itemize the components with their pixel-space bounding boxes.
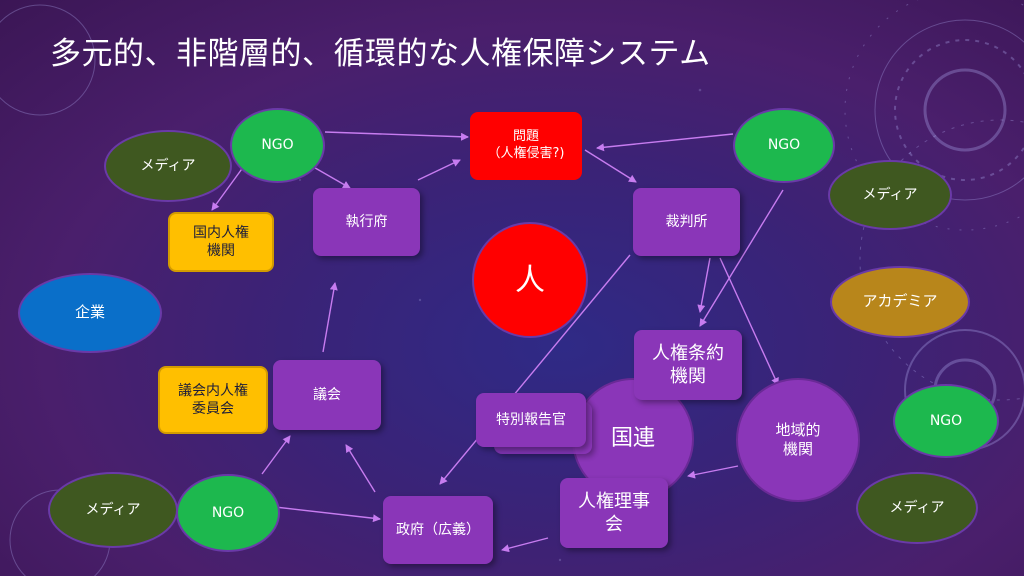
arrow-ngo-to-problem <box>324 131 469 141</box>
arrow-problem-to-court <box>584 149 637 183</box>
media-label: メディア <box>85 501 141 518</box>
executive-label: 執行府 <box>345 213 388 230</box>
arrow-executive-to-problem <box>417 159 461 181</box>
media-bottom-left: メディア <box>48 472 178 548</box>
arrow-ngo-to-government <box>274 506 381 523</box>
media-bottom-right: メディア <box>856 472 978 544</box>
media-top-left: メディア <box>104 130 232 202</box>
national-hri-label: 国内人権 機関 <box>193 224 249 259</box>
hr-council-label: 人権理事 会 <box>578 490 650 535</box>
ngo-right: NGO <box>893 384 999 458</box>
arrow-court-to-government <box>439 254 631 485</box>
arrow-ngo-right-to-problem <box>596 133 734 152</box>
special-rapporteur-box: 特別報告官 <box>476 393 586 447</box>
media-label: メディア <box>140 157 196 174</box>
ngo-top-left: NGO <box>230 108 325 183</box>
academia-label: アカデミア <box>862 292 938 311</box>
ngo-top-right: NGO <box>733 108 835 183</box>
media-label: メディア <box>889 499 945 516</box>
media-right: メディア <box>828 160 952 230</box>
treaty-bodies-label: 人権条約 機関 <box>652 342 724 387</box>
person-label: 人 <box>515 262 545 298</box>
parliament-box: 議会 <box>273 360 381 430</box>
parliament-hr-committee-label: 議会内人権 委員会 <box>178 382 248 417</box>
parliament-label: 議会 <box>313 386 341 403</box>
arrow-court-to-regional <box>719 257 779 386</box>
court-label: 裁判所 <box>665 213 708 230</box>
enterprise-label: 企業 <box>74 303 105 322</box>
national-hri-box: 国内人権 機関 <box>168 212 274 272</box>
academia-ellipse: アカデミア <box>830 266 970 338</box>
government-box: 政府（広義） <box>383 496 493 564</box>
parliament-hr-committee-box: 議会内人権 委員会 <box>158 366 268 434</box>
government-label: 政府（広義） <box>396 521 480 538</box>
regional-circle: 地域的 機関 <box>736 378 860 502</box>
ngo-label: NGO <box>211 504 245 521</box>
regional-label: 地域的 機関 <box>775 420 821 459</box>
arrow-parliament-to-executive <box>322 282 338 353</box>
media-label: メディア <box>862 186 918 203</box>
executive-box: 執行府 <box>313 188 420 256</box>
arrow-hr-council-to-government <box>501 537 549 553</box>
arrow-regional-to-un <box>687 465 739 479</box>
treaty-bodies-box: 人権条約 機関 <box>634 330 742 400</box>
ngo-bottom-left: NGO <box>176 474 280 552</box>
ngo-label: NGO <box>261 137 294 154</box>
un-label: 国連 <box>610 425 655 451</box>
court-box: 裁判所 <box>633 188 740 256</box>
arrow-ngo-to-executive <box>309 164 351 189</box>
arrow-ngo-to-parliament <box>261 435 291 475</box>
hr-council-box: 人権理事 会 <box>560 478 668 548</box>
problem-box: 問題 （人権侵害?) <box>470 112 582 180</box>
problem-label: 問題 （人権侵害?) <box>487 129 565 161</box>
enterprise-ellipse: 企業 <box>18 273 162 353</box>
ngo-label: NGO <box>929 412 963 429</box>
arrow-government-to-parliament <box>345 444 376 493</box>
slide-title: 多元的、非階層的、循環的な人権保障システム <box>50 36 711 72</box>
arrow-ngo-right-to-treaty-bodies <box>699 189 784 327</box>
person-circle: 人 <box>472 222 588 338</box>
arrow-court-to-un <box>697 257 711 313</box>
special-rapporteur-label: 特別報告官 <box>496 411 566 428</box>
ngo-label: NGO <box>767 137 801 154</box>
